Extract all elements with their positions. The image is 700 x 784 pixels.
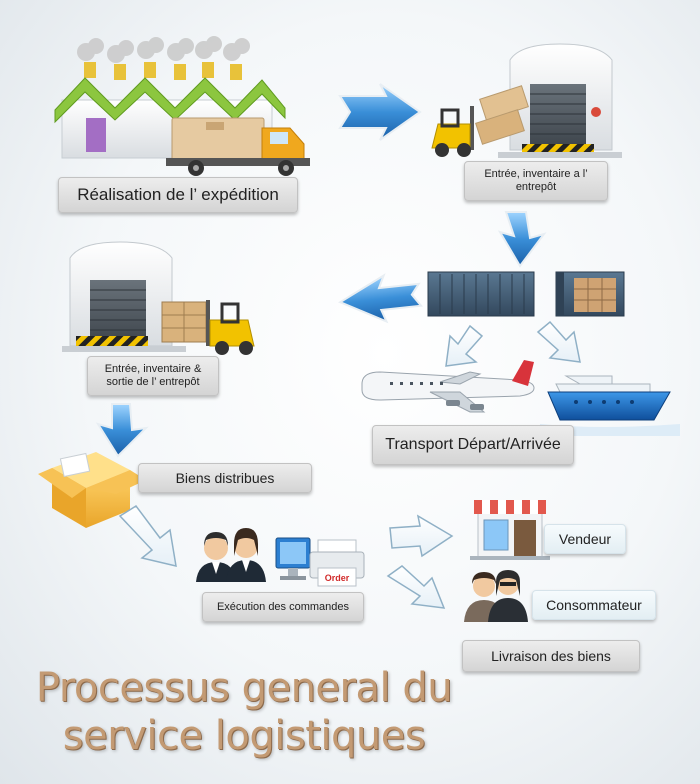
warehouse-icon — [62, 241, 186, 352]
forklift-icon — [431, 85, 529, 157]
order-paper-label: Order — [325, 573, 350, 583]
container-icon — [427, 271, 625, 317]
forklift-icon — [161, 300, 255, 355]
label-line: sortie de l’ entrepôt — [106, 376, 200, 388]
diagram-title: Processus general du service logistiques — [24, 664, 464, 760]
store-icon — [470, 500, 550, 560]
airplane-icon — [361, 360, 535, 413]
package-box-icon — [38, 452, 146, 528]
label-line: Entrée, inventaire & — [104, 363, 202, 375]
arrow-right-icon — [389, 514, 454, 558]
label-realisation-expedition: Réalisation de l’ expédition — [58, 177, 298, 213]
label-livraison-biens: Livraison des biens — [462, 640, 640, 672]
label-entree-inventaire-entrepot: Entrée, inventaire a l’ entrepôt — [464, 161, 608, 201]
arrow-right-icon — [338, 83, 422, 141]
diagram-title-line: service logistiques — [62, 713, 426, 759]
truck-icon — [166, 117, 310, 176]
arrow-down-right-icon — [386, 565, 446, 609]
ship-icon — [540, 375, 680, 436]
label-entree-sortie-entrepot: Entrée, inventaire & sortie de l’ entrep… — [87, 356, 219, 396]
label-line: Entrée, inventaire a l’ — [484, 168, 588, 180]
label-biens-distribues: Biens distribues — [138, 463, 312, 493]
arrow-down-right-icon — [536, 320, 581, 363]
label-line: entrepôt — [515, 181, 557, 193]
arrow-down-icon — [497, 211, 547, 268]
consumers-icon — [464, 570, 528, 622]
label-vendeur: Vendeur — [544, 524, 626, 554]
label-execution-commandes: Exécution des commandes — [202, 592, 364, 622]
computer-icon — [275, 537, 311, 580]
diagram-title-line: Processus general du — [35, 665, 453, 711]
label-consommateur: Consommateur — [532, 590, 656, 620]
label-transport-depart-arrivee: Transport Départ/Arrivée — [372, 425, 574, 465]
warehouse-icon — [498, 43, 622, 158]
arrow-down-icon — [95, 403, 149, 458]
operators-icon — [196, 528, 266, 582]
arrow-left-icon — [338, 273, 423, 324]
arrow-down-left-icon — [445, 324, 484, 367]
arrow-down-right-icon — [118, 504, 177, 567]
printer-icon: Order — [309, 539, 365, 587]
